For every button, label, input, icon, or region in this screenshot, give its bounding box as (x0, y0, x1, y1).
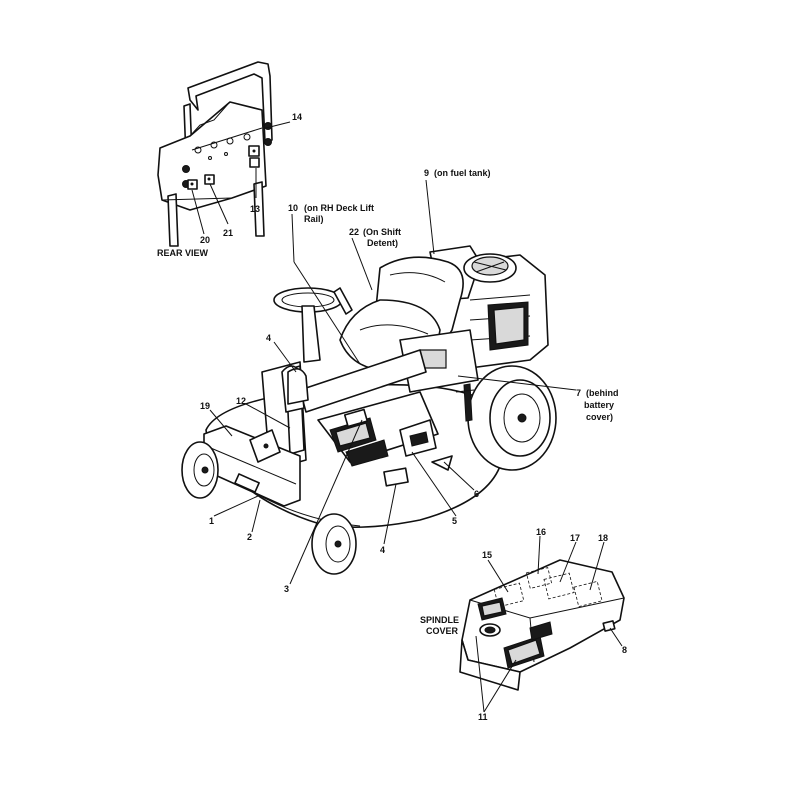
callout-16: 16 (536, 527, 546, 537)
callout-4-upper: 4 (266, 333, 271, 343)
callout-21: 21 (223, 228, 233, 238)
callout-20: 20 (200, 235, 210, 245)
spindle-cover-caption-line2: COVER (426, 626, 459, 636)
callout-7-note-line1: (behind (586, 388, 619, 398)
callout-5: 5 (452, 516, 457, 526)
callout-18: 18 (598, 533, 608, 543)
callout-22-note-line2: Detent) (367, 238, 398, 248)
callout-1: 1 (209, 516, 214, 526)
callout-12: 12 (236, 396, 246, 406)
spindle-cover-illustration (459, 559, 625, 691)
callout-10-note-line1: (on RH Deck Lift (304, 203, 374, 213)
callout-2: 2 (247, 532, 252, 542)
callout-3: 3 (284, 584, 289, 594)
callout-7-note-line3: cover) (586, 412, 613, 422)
callout-7: 7 (576, 388, 581, 398)
callout-6: 6 (474, 489, 479, 499)
callout-22-note-line1: (On Shift (363, 227, 401, 237)
callout-10: 10 (288, 203, 298, 213)
callout-8: 8 (622, 645, 627, 655)
callout-14: 14 (292, 112, 302, 122)
callout-9: 9 (424, 168, 429, 178)
callout-17: 17 (570, 533, 580, 543)
callout-4-lower: 4 (380, 545, 385, 555)
callout-7-note-line2: battery (584, 400, 614, 410)
mower-illustration (181, 245, 557, 575)
callout-9-note: (on fuel tank) (434, 168, 491, 178)
callout-15: 15 (482, 550, 492, 560)
callout-10-note-line2: Rail) (304, 214, 324, 224)
leader-lines (191, 121, 623, 713)
callout-19: 19 (200, 401, 210, 411)
rear-view-illustration (157, 61, 273, 247)
spindle-cover-caption-line1: SPINDLE (420, 615, 459, 625)
rear-view-caption: REAR VIEW (157, 248, 209, 258)
callout-13: 13 (250, 204, 260, 214)
callout-11: 11 (478, 712, 488, 722)
labels: REAR VIEW SPINDLE COVER 14 13 21 20 9 (o… (157, 112, 627, 722)
callout-22: 22 (349, 227, 359, 237)
